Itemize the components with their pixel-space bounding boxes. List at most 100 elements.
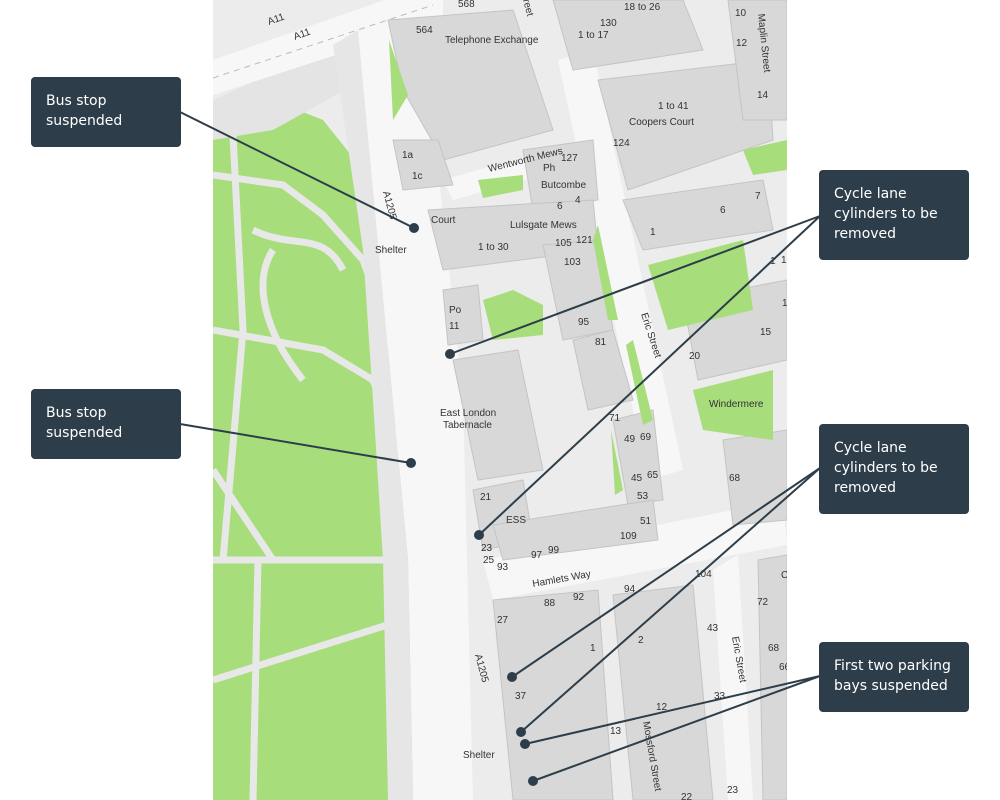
svg-text:81: 81 [595, 337, 607, 348]
callout-cycle-lane-2: Cycle lane cylinders to be removed [819, 424, 969, 514]
svg-text:99: 99 [548, 545, 560, 556]
svg-text:68: 68 [768, 643, 780, 654]
callout-line: Bus stop [46, 405, 107, 421]
svg-text:20: 20 [689, 351, 701, 362]
svg-text:53: 53 [637, 491, 649, 502]
callout-line: First two parking [834, 658, 951, 674]
svg-text:1: 1 [782, 298, 787, 309]
svg-text:12: 12 [656, 702, 668, 713]
svg-text:1c: 1c [412, 171, 423, 182]
callout-line: removed [834, 480, 897, 496]
pavement [333, 30, 413, 800]
svg-text:Shelter: Shelter [375, 245, 407, 256]
svg-text:A1205: A1205 [472, 653, 490, 684]
svg-text:1 to 41: 1 to 41 [658, 101, 689, 112]
svg-text:1 to 17: 1 to 17 [578, 30, 609, 41]
svg-text:reet: reet [520, 0, 535, 18]
svg-text:1: 1 [781, 255, 787, 266]
callout-line: removed [834, 226, 897, 242]
map-canvas[interactable]: Telephone Exchange Wentworth Mews Cooper… [213, 0, 787, 800]
svg-text:95: 95 [578, 317, 590, 328]
svg-text:121: 121 [576, 235, 593, 246]
svg-text:1 to 30: 1 to 30 [478, 242, 509, 253]
svg-text:69: 69 [640, 432, 652, 443]
svg-text:93: 93 [497, 562, 509, 573]
svg-text:7: 7 [755, 191, 761, 202]
svg-text:11: 11 [449, 321, 460, 332]
svg-text:13: 13 [610, 726, 622, 737]
svg-text:East London: East London [440, 408, 496, 419]
callout-bus-stop-1: Bus stop suspended [31, 77, 181, 147]
callout-line: Bus stop [46, 93, 107, 109]
svg-text:23: 23 [727, 785, 739, 796]
svg-text:124: 124 [613, 138, 630, 149]
svg-text:15: 15 [760, 327, 772, 338]
callout-line: suspended [46, 113, 123, 129]
svg-text:43: 43 [707, 623, 719, 634]
svg-text:12: 12 [736, 38, 748, 49]
svg-text:A11: A11 [266, 12, 286, 28]
svg-text:27: 27 [497, 615, 509, 626]
svg-text:1: 1 [590, 643, 596, 654]
svg-text:49: 49 [624, 434, 636, 445]
svg-text:ESS: ESS [506, 515, 526, 526]
svg-text:Lulsgate Mews: Lulsgate Mews [510, 220, 577, 231]
callout-line: Cycle lane [834, 186, 907, 202]
svg-text:Po: Po [449, 305, 462, 316]
svg-text:Telephone Exchange: Telephone Exchange [445, 35, 539, 46]
svg-text:1: 1 [770, 256, 776, 267]
svg-text:92: 92 [573, 592, 585, 603]
svg-text:6: 6 [557, 201, 563, 212]
callout-cycle-lane-1: Cycle lane cylinders to be removed [819, 170, 969, 260]
svg-text:10: 10 [735, 8, 747, 19]
svg-text:68: 68 [729, 473, 741, 484]
svg-text:130: 130 [600, 18, 617, 29]
svg-text:71: 71 [609, 413, 621, 424]
callout-line: cylinders to be [834, 206, 938, 222]
callout-line: suspended [46, 425, 123, 441]
svg-text:65: 65 [647, 470, 659, 481]
svg-text:72: 72 [757, 597, 769, 608]
callout-line: bays suspended [834, 678, 948, 694]
svg-text:C: C [781, 570, 787, 581]
svg-text:18 to 26: 18 to 26 [624, 2, 661, 13]
road-a11-dash [213, 4, 434, 79]
svg-text:51: 51 [640, 516, 652, 527]
svg-text:Butcombe: Butcombe [541, 180, 586, 191]
callout-line: cylinders to be [834, 460, 938, 476]
svg-text:Shelter: Shelter [463, 750, 495, 761]
svg-text:33: 33 [714, 691, 726, 702]
callout-bus-stop-2: Bus stop suspended [31, 389, 181, 459]
map-svg: Telephone Exchange Wentworth Mews Cooper… [213, 0, 787, 800]
svg-text:4: 4 [575, 195, 581, 206]
svg-text:Ph: Ph [543, 163, 555, 174]
svg-text:127: 127 [561, 153, 578, 164]
road-a11 [213, 0, 443, 95]
svg-text:88: 88 [544, 598, 556, 609]
svg-text:1: 1 [650, 227, 656, 238]
svg-text:104: 104 [695, 569, 712, 580]
svg-text:564: 564 [416, 25, 433, 36]
svg-text:66: 66 [779, 662, 787, 673]
svg-text:22: 22 [681, 792, 693, 800]
callout-parking-bays: First two parking bays suspended [819, 642, 969, 712]
callout-line: Cycle lane [834, 440, 907, 456]
svg-text:23: 23 [481, 543, 493, 554]
svg-text:105: 105 [555, 238, 572, 249]
svg-text:Coopers Court: Coopers Court [629, 117, 694, 128]
svg-text:14: 14 [757, 90, 769, 101]
svg-text:Court: Court [431, 215, 456, 226]
svg-text:25: 25 [483, 555, 495, 566]
svg-text:45: 45 [631, 473, 643, 484]
svg-text:97: 97 [531, 550, 543, 561]
svg-text:Windermere: Windermere [709, 399, 764, 410]
svg-text:109: 109 [620, 531, 637, 542]
svg-text:21: 21 [480, 492, 492, 503]
svg-text:6: 6 [720, 205, 726, 216]
svg-text:Tabernacle: Tabernacle [443, 420, 492, 431]
svg-text:103: 103 [564, 257, 581, 268]
svg-text:568: 568 [458, 0, 475, 10]
svg-text:2: 2 [638, 635, 644, 646]
svg-text:1a: 1a [402, 150, 414, 161]
svg-text:94: 94 [624, 584, 636, 595]
